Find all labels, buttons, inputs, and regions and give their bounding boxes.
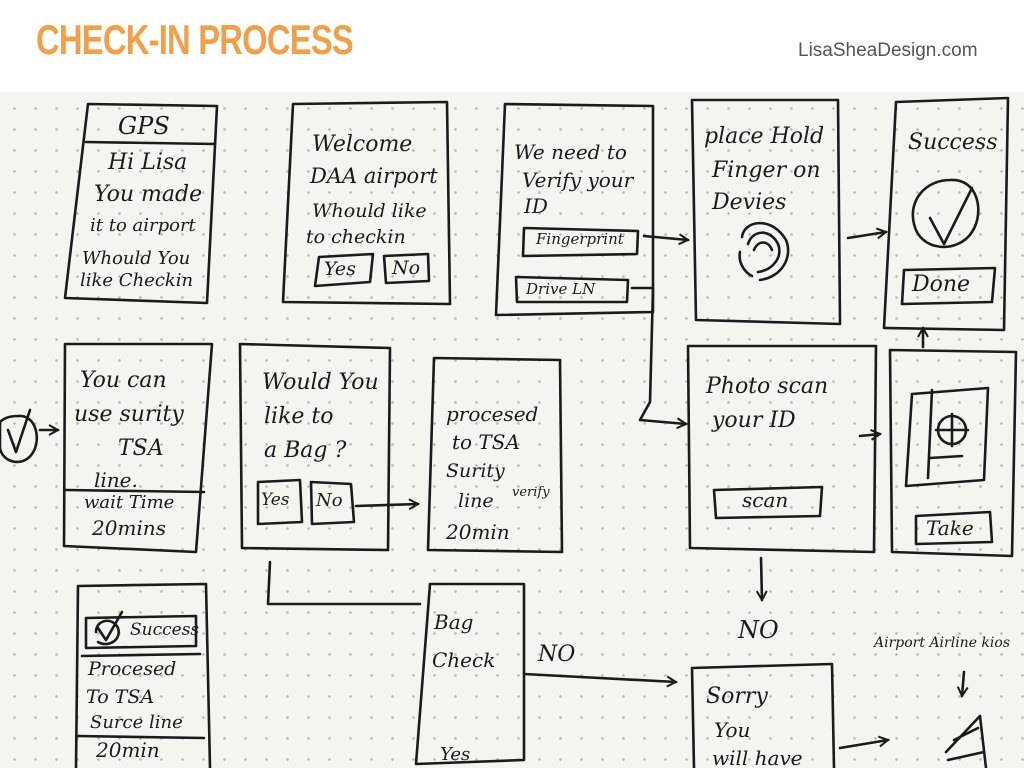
drivers-license-option[interactable]: Drive LN [526,280,596,298]
verify-line: ID [524,194,548,218]
scan-button-box [712,485,824,520]
success-check-box [84,614,198,650]
welcome-yes-box [313,252,375,288]
done-box [900,266,997,306]
gps-line: Hi Lisa [108,150,188,175]
bag-no-box [309,480,356,526]
success-tsa-title: Success [130,620,200,640]
photo-scan-line: Photo scan [706,374,829,399]
proceed-tsa-screen [426,356,564,554]
welcome-yes[interactable]: Yes [324,258,356,280]
bag-check-line: Bag [434,610,474,634]
success-tsa-line: To TSA [86,686,155,708]
site-credit: LisaSheaDesign.com [798,40,978,61]
proceed-line: line [458,490,494,512]
dotted-notebook-page: GPS Hi Lisa You made it to airport Whoul… [0,92,1024,768]
photo-scan-screen [686,344,878,554]
gps-line: You made [94,182,203,207]
sorry-line: will have [712,746,803,768]
success-check-circle [911,178,980,249]
welcome-no-box [382,252,431,285]
bag-yes[interactable]: Yes [261,490,290,510]
sorry-line: Sorry [706,684,768,709]
id-card-sketch [904,386,990,488]
photo-scan-no: NO [738,616,779,644]
place-finger-screen [690,98,842,326]
fingerprint-option[interactable]: Fingerprint [536,230,624,248]
bag-no[interactable]: No [316,490,343,511]
place-finger-line: place Hold [704,124,825,149]
slide-header: CHECK-IN PROCESS LisaSheaDesign.com [0,0,1024,92]
bag-check-line: Check [432,648,496,672]
success-screen [882,96,1010,332]
verify-line: We need to [514,140,627,164]
proceed-line: 20min [446,520,510,544]
fingerprint-box [521,226,640,258]
take-button[interactable]: Take [926,516,974,540]
gps-title: GPS [118,112,170,140]
wireframe-sketch [0,96,1018,768]
success-title: Success [908,130,998,155]
success-checkmark [928,186,974,246]
success-tsa-wait: 20min [96,738,160,762]
bag-check-screen [414,582,526,766]
take-button-box [914,510,994,546]
proceed-line: Surity [446,460,505,482]
place-finger-line: Finger on [712,158,821,183]
tsa-line: use surity [74,402,184,427]
tsa-line: TSA [118,436,164,461]
success-tsa-line: Procesed [88,658,177,680]
airport-kiosk-label: Airport Airline kios [874,635,1011,651]
welcome-line: DAA airport [310,164,438,188]
welcome-no[interactable]: No [392,257,421,279]
gps-screen [63,102,219,305]
approved-check-circle [0,414,39,464]
take-photo-screen [888,348,1018,558]
tsa-screen [62,342,214,554]
bag-check-no: NO [538,642,576,667]
welcome-screen [281,100,452,306]
gps-line: Whould You [82,248,191,269]
welcome-line: Welcome [312,132,413,157]
bag-check-yes: Yes [440,744,471,765]
bag-line: like to [264,404,334,429]
done-button[interactable]: Done [912,272,971,297]
slide-title: CHECK-IN PROCESS [36,16,354,63]
success-tsa-line: Surce line [90,712,183,733]
bag-yes-box [256,478,304,526]
gps-line: like Checkin [80,270,194,291]
tsa-line: line. [94,468,138,492]
sorry-line: You [714,718,751,742]
bag-screen [238,342,392,552]
tsa-wait: 20mins [92,516,166,540]
sorry-screen [690,662,836,768]
proceed-line: to TSA [452,430,520,454]
gps-line: it to airport [90,215,196,236]
tsa-wait: wait Time [84,492,175,513]
bag-line: a Bag ? [264,438,347,463]
photo-scan-line: your ID [712,408,796,433]
drivers-license-box [514,275,630,304]
proceed-annotation: verify [512,485,550,500]
welcome-line: to checkin [306,226,406,248]
place-finger-line: Devies [712,190,787,215]
kiosk-sketch [944,714,988,768]
tsa-line: You can [80,368,167,393]
welcome-line: Whould like [312,200,427,222]
bag-line: Would You [262,370,379,395]
verify-line: Verify your [522,168,634,192]
success-tsa-screen [74,582,212,768]
scan-button[interactable]: scan [742,488,789,512]
proceed-line: procesed [446,402,539,426]
